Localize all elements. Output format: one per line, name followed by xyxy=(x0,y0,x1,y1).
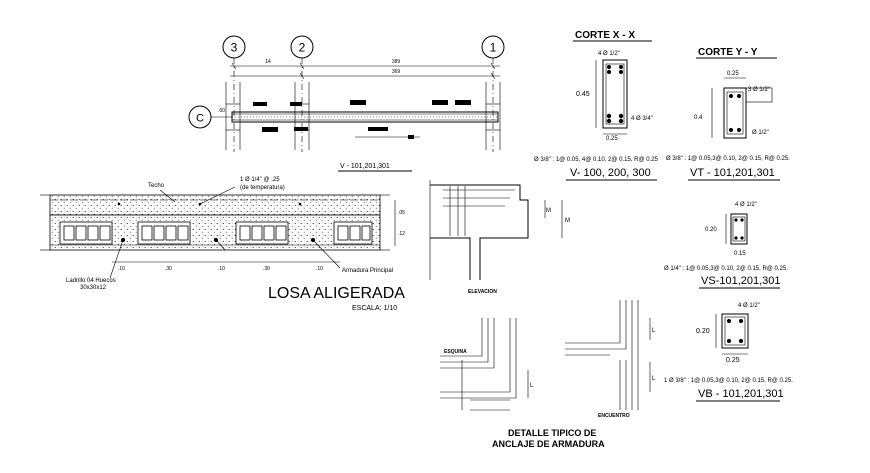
esquina-detail: L ESQUINA xyxy=(440,318,534,411)
svg-text:0.25: 0.25 xyxy=(606,136,618,142)
vb-caption: VB - 101,201,301 xyxy=(698,388,784,400)
axis-bubble-1: 1 xyxy=(481,35,505,152)
beam-elevation: 3 2 1 C .60 14 389 xyxy=(188,35,505,172)
svg-text:4 Ø 1/2": 4 Ø 1/2" xyxy=(738,303,760,309)
corte-y-caption: VT - 101,201,301 xyxy=(690,167,775,179)
elevacion-detail: M M ELEVACION xyxy=(429,180,570,295)
anchor-details: M M ELEVACION L ESQUINA xyxy=(429,180,656,449)
label-armadura: Armadura Principal xyxy=(342,268,393,274)
bricks xyxy=(59,221,373,245)
svg-text:0.25: 0.25 xyxy=(726,357,740,364)
svg-text:0.20: 0.20 xyxy=(696,328,710,335)
svg-text:M: M xyxy=(546,208,551,214)
beam-elevation-caption: V - 101,201,301 xyxy=(340,163,390,170)
label-ladrillo: Ladrillo 04 Huecos xyxy=(66,278,116,284)
svg-text:L: L xyxy=(652,328,656,334)
svg-text:Ø 1/2": Ø 1/2" xyxy=(752,130,769,136)
rebar-marks xyxy=(253,100,471,139)
corte-y-stirrups: Ø 3/8" : 1@ 0.05,3@ 0.10, 2@ 0.15, R@ 0.… xyxy=(666,156,790,162)
svg-text:.10: .10 xyxy=(218,266,225,272)
svg-text:.30: .30 xyxy=(165,266,172,272)
axis-bubble-3: 3 xyxy=(222,35,246,152)
vs-stirrups: Ø 1/4" : 1@ 0.05,3@ 0.10, 2@ 0.15, R@ 0.… xyxy=(664,266,788,272)
svg-text:L: L xyxy=(530,383,534,389)
corte-x-title: CORTE X - X xyxy=(575,30,635,41)
losa-title: LOSA ALIGERADA xyxy=(268,285,405,302)
label-techo: Techo xyxy=(148,183,165,189)
svg-text:3 Ø 1/2": 3 Ø 1/2" xyxy=(748,87,770,93)
svg-text:14: 14 xyxy=(265,59,271,65)
svg-text:4 Ø 1/2": 4 Ø 1/2" xyxy=(735,202,757,208)
corte-x-stirrups: Ø 3/8" : 1@ 0.05, 4@ 0.10, 2@ 0.15, R@ 0… xyxy=(534,157,659,163)
losa-top-slab xyxy=(49,194,381,216)
details-title-2: ANCLAJE DE ARMADURA xyxy=(492,439,605,449)
svg-text:ESQUINA: ESQUINA xyxy=(444,349,467,355)
svg-text:ELEVACION: ELEVACION xyxy=(468,289,497,295)
svg-text:0.20: 0.20 xyxy=(705,227,717,233)
svg-text:L: L xyxy=(652,376,656,382)
svg-text:0.4: 0.4 xyxy=(694,115,703,121)
svg-text:3: 3 xyxy=(231,41,238,55)
svg-text:.12: .12 xyxy=(398,231,405,237)
svg-text:389: 389 xyxy=(392,59,401,65)
svg-text:.10: .10 xyxy=(118,266,125,272)
svg-text:.60: .60 xyxy=(218,108,225,114)
vb-stirrups: 1 Ø 3/8" : 1@ 0.05,3@ 0.10, 2@ 0.15, R@ … xyxy=(664,378,793,384)
label-ladrillo-size: 30x30x12 xyxy=(80,285,107,291)
vb-section: 4 Ø 1/2" 0.20 0.25 1 Ø 3/8" : 1@ 0.05,3@… xyxy=(664,303,793,402)
svg-text:.10: .10 xyxy=(316,266,323,272)
label-temp-note: (de temperatura) xyxy=(240,185,285,191)
axis-bubble-c: C .60 xyxy=(188,105,232,129)
beam-dimensions: 14 389 369 xyxy=(230,59,500,80)
svg-text:ENCUENTRO: ENCUENTRO xyxy=(598,413,630,419)
svg-text:0.25: 0.25 xyxy=(727,71,739,77)
svg-text:2: 2 xyxy=(299,41,306,55)
svg-text:1: 1 xyxy=(490,41,497,55)
svg-text:0.45: 0.45 xyxy=(576,91,590,98)
svg-text:369: 369 xyxy=(392,69,401,75)
svg-text:.30: .30 xyxy=(263,266,270,272)
svg-text:0.15: 0.15 xyxy=(734,251,746,257)
vs-section: 4 Ø 1/2" 0.20 0.15 Ø 1/4" : 1@ 0.05,3@ 0… xyxy=(664,202,788,289)
axis-bubble-2: 2 xyxy=(290,35,314,152)
corte-x-section: CORTE X - X 4 Ø 1/2" 0.45 4 Ø 3/4" 0.25 … xyxy=(534,30,659,181)
svg-text:.05: .05 xyxy=(398,210,405,216)
label-temp-bars: 1 Ø 1/4" @ .25 xyxy=(240,177,280,183)
losa-aligerada-section: Techo 1 Ø 1/4" @ .25 (de temperatura) La… xyxy=(40,177,405,312)
corte-y-title: CORTE Y - Y xyxy=(698,47,758,58)
beam-body xyxy=(225,82,501,150)
encuentro-detail: L L ENCUENTRO xyxy=(565,300,656,419)
svg-text:4 Ø 1/2": 4 Ø 1/2" xyxy=(598,51,620,57)
svg-text:C: C xyxy=(196,113,204,125)
corte-y-section: CORTE Y - Y 0.25 3 Ø 1/2" 0.4 Ø 1/2" Ø 3… xyxy=(666,47,790,181)
losa-scale: ESCALA: 1/10 xyxy=(352,305,397,312)
svg-text:M: M xyxy=(565,218,570,224)
svg-text:4 Ø 3/4": 4 Ø 3/4" xyxy=(631,116,653,122)
vs-caption: VS-101,201,301 xyxy=(701,275,781,287)
details-title-1: DETALLE TIPICO DE xyxy=(508,428,596,438)
corte-x-caption: V- 100, 200, 300 xyxy=(570,167,651,179)
